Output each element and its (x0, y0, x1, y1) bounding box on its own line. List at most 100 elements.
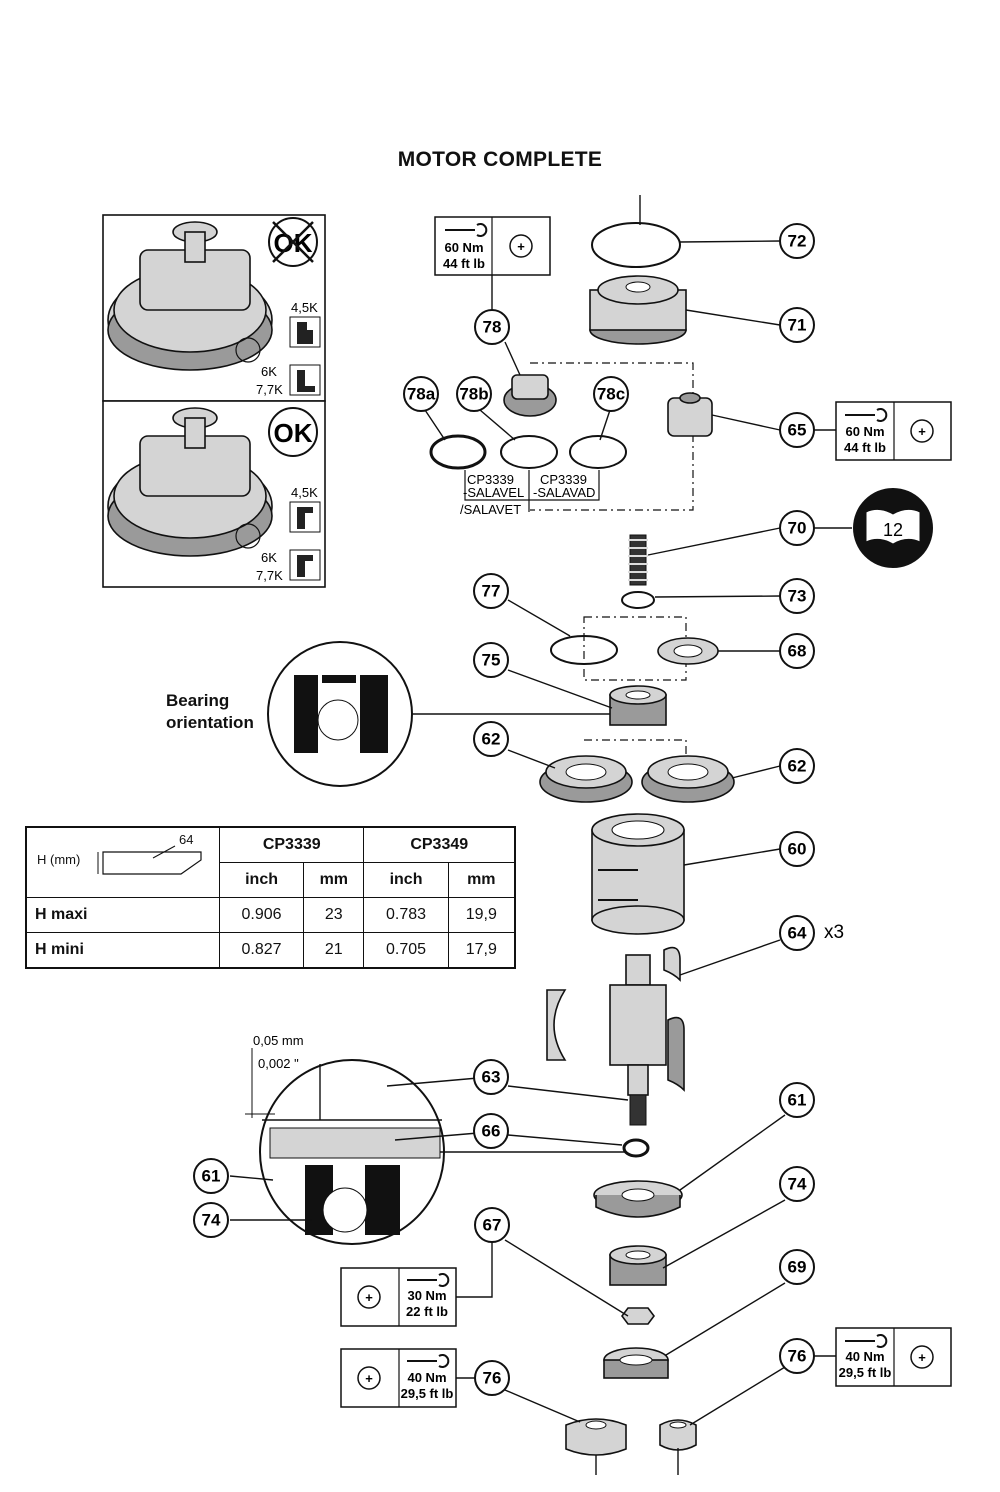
callout-65: 65 (779, 412, 815, 448)
svg-text:68: 68 (788, 642, 807, 661)
svg-text:+: + (517, 239, 525, 254)
svg-text:60: 60 (788, 840, 807, 859)
part-73-washer (621, 591, 655, 609)
svg-text:40 Nm: 40 Nm (845, 1349, 884, 1364)
svg-text:29,5 ft lb: 29,5 ft lb (839, 1365, 892, 1380)
inset-bottom-status: OK (274, 418, 313, 448)
bearing-orientation-label: Bearing orientation (166, 691, 254, 732)
svg-text:44 ft lb: 44 ft lb (844, 440, 886, 455)
part-66-washer (622, 1138, 650, 1158)
gap-mm: 0,05 mm (253, 1033, 304, 1048)
part-71-cap (589, 275, 687, 345)
torque-box-78: 60 Nm 44 ft lb + (434, 216, 551, 276)
table-unit: inch (218, 862, 305, 898)
svg-text:69: 69 (788, 1258, 807, 1277)
part-62-left (539, 755, 633, 803)
svg-text:60 Nm: 60 Nm (845, 424, 884, 439)
svg-text:62: 62 (788, 757, 807, 776)
part-78-valve (503, 374, 557, 417)
svg-text:75: 75 (482, 651, 501, 670)
svg-text:74: 74 (202, 1211, 221, 1230)
callout-77: 77 (473, 573, 509, 609)
part-60-cylinder (591, 813, 685, 935)
ref-right-1: CP3339 (540, 472, 587, 487)
svg-text:62: 62 (482, 730, 501, 749)
part-61-plate (593, 1180, 683, 1218)
svg-text:72: 72 (788, 232, 807, 251)
svg-text:64: 64 (788, 924, 807, 943)
svg-text:66: 66 (482, 1122, 501, 1141)
torque-box-67: + 30 Nm 22 ft lb (340, 1267, 457, 1327)
table-unit: mm (303, 862, 365, 898)
inset-bottom-label-2: 6K (261, 550, 277, 565)
callout-76-right: 76 (779, 1338, 815, 1374)
part-62-right (641, 755, 735, 803)
svg-text:61: 61 (202, 1167, 221, 1186)
callout-64: 64 (779, 915, 815, 951)
part-76-nut-left (565, 1418, 627, 1456)
callout-62-left: 62 (473, 721, 509, 757)
callout-63: 63 (473, 1059, 509, 1095)
part-65-valve (667, 392, 713, 437)
part-63-rotor (609, 954, 667, 1126)
callout-72: 72 (779, 223, 815, 259)
svg-text:78c: 78c (597, 385, 625, 404)
part-67-nut (621, 1307, 655, 1325)
inset-bottom-label-1: 4,5K (291, 485, 318, 500)
gap-inch: 0,002 " (258, 1056, 299, 1071)
callout-75: 75 (473, 642, 509, 678)
svg-text:44 ft lb: 44 ft lb (443, 256, 485, 271)
torque-box-76-right: 40 Nm 29,5 ft lb + (835, 1327, 952, 1387)
table-unit: mm (447, 862, 516, 898)
part-70-spring (628, 534, 648, 586)
inset-top-label-1: 4,5K (291, 300, 318, 315)
svg-text:78: 78 (483, 318, 502, 337)
dimension-table: H (mm) 64 CP3339 CP3349 inch mm inch mm … (25, 826, 516, 969)
ref-left-2: -SALAVEL (463, 485, 524, 500)
part-76-nut-right (659, 1419, 697, 1451)
callout-61-detail: 61 (193, 1158, 229, 1194)
quantity-note: x3 (824, 922, 844, 943)
svg-text:65: 65 (788, 421, 807, 440)
callout-78b: 78b (456, 376, 492, 412)
page-title: MOTOR COMPLETE (397, 148, 603, 171)
svg-text:73: 73 (788, 587, 807, 606)
inset-top-label-2: 6K (261, 364, 277, 379)
ring-reference-bracket (464, 470, 600, 512)
callout-62-right: 62 (779, 748, 815, 784)
svg-text:+: + (365, 1371, 373, 1386)
inset-top-label-3: 7,7K (256, 382, 283, 397)
callout-78a: 78a (403, 376, 439, 412)
part-69-cap (603, 1347, 669, 1379)
svg-text:78a: 78a (407, 385, 436, 404)
svg-text:76: 76 (788, 1347, 807, 1366)
part-78c-ring (569, 435, 627, 469)
callout-74-detail: 74 (193, 1202, 229, 1238)
part-77-oring (550, 635, 618, 665)
callout-61: 61 (779, 1082, 815, 1118)
part-72-oring (591, 222, 681, 268)
part-78b-ring (500, 435, 558, 469)
variant-inset-top: OK 4,5K 6K 7,7K (102, 214, 326, 402)
table-row: H maxi 0.906 23 0.783 19,9 (25, 897, 516, 933)
part-68-seal (657, 637, 719, 665)
svg-text:29,5 ft lb: 29,5 ft lb (401, 1386, 454, 1401)
ref-left-1: CP3339 (467, 472, 514, 487)
svg-text:67: 67 (483, 1216, 502, 1235)
svg-text:71: 71 (788, 316, 807, 335)
callout-76-left: 76 (474, 1360, 510, 1396)
callout-68: 68 (779, 633, 815, 669)
callout-74: 74 (779, 1166, 815, 1202)
torque-box-65: 60 Nm 44 ft lb + (835, 401, 952, 461)
table-unit: inch (363, 862, 449, 898)
book-reference: 12 (883, 520, 903, 540)
table-model-2: CP3349 (363, 826, 516, 863)
callout-69: 69 (779, 1249, 815, 1285)
svg-text:77: 77 (482, 582, 501, 601)
gap-detail: 0,05 mm 0,002 " (229, 1033, 625, 1245)
inset-bottom-label-3: 7,7K (256, 568, 283, 583)
svg-text:30 Nm: 30 Nm (407, 1288, 446, 1303)
callout-78: 78 (474, 309, 510, 345)
svg-text:76: 76 (483, 1369, 502, 1388)
